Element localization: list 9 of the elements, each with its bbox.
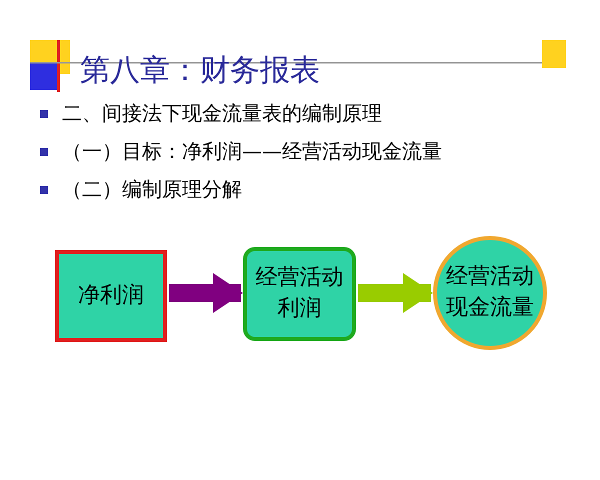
bullet-text: （二）编制原理分解 <box>62 176 242 203</box>
process-box: 净利润 <box>55 250 167 342</box>
process-circle: 经营活动现金流量 <box>433 236 547 350</box>
bullet-text: （一）目标：净利润——经营活动现金流量 <box>62 138 442 165</box>
arrow <box>358 273 433 313</box>
title: 第八章：财务报表 <box>80 52 320 90</box>
arrow <box>169 273 243 313</box>
bullet-text: 二、间接法下现金流量表的编制原理 <box>62 100 382 127</box>
process-box: 经营活动利润 <box>243 247 356 341</box>
